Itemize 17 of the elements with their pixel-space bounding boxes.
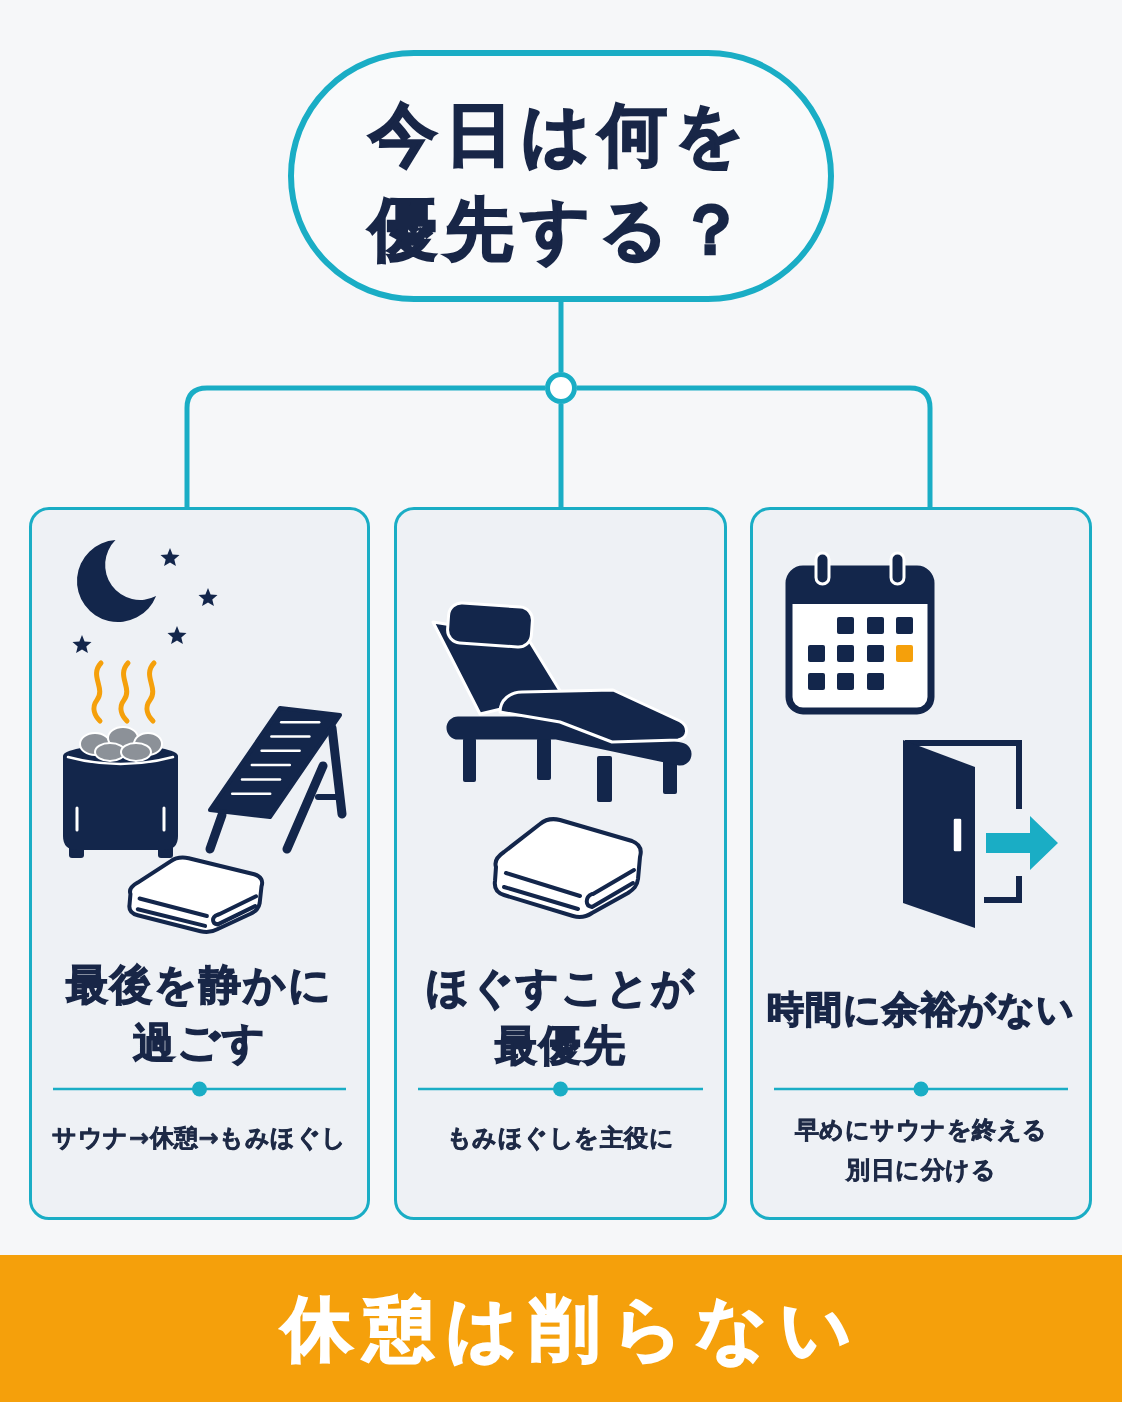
connector-line bbox=[184, 385, 545, 507]
card-heading: 最後を静かに過ごす bbox=[65, 959, 334, 1069]
option-card bbox=[394, 507, 727, 1220]
connector-line bbox=[558, 404, 564, 507]
question-text: 今日は何を優先する？ bbox=[369, 94, 753, 271]
card-note: 早めにサウナを終える bbox=[794, 1115, 1048, 1146]
card-note: サウナ→休憩→もみほぐし bbox=[52, 1123, 347, 1154]
option-card bbox=[29, 507, 370, 1220]
card-note: 別日に分ける bbox=[846, 1155, 996, 1186]
connector-line bbox=[558, 302, 564, 372]
card-heading: 時間に余裕がない bbox=[767, 987, 1075, 1033]
banner-text: 休憩は削らない bbox=[282, 1286, 864, 1372]
banner bbox=[0, 1255, 1122, 1402]
card-heading: ほぐすことが最優先 bbox=[425, 962, 696, 1072]
option-card bbox=[750, 507, 1092, 1220]
connector-line bbox=[577, 385, 933, 507]
card-note: もみほぐしを主役に bbox=[446, 1123, 675, 1154]
